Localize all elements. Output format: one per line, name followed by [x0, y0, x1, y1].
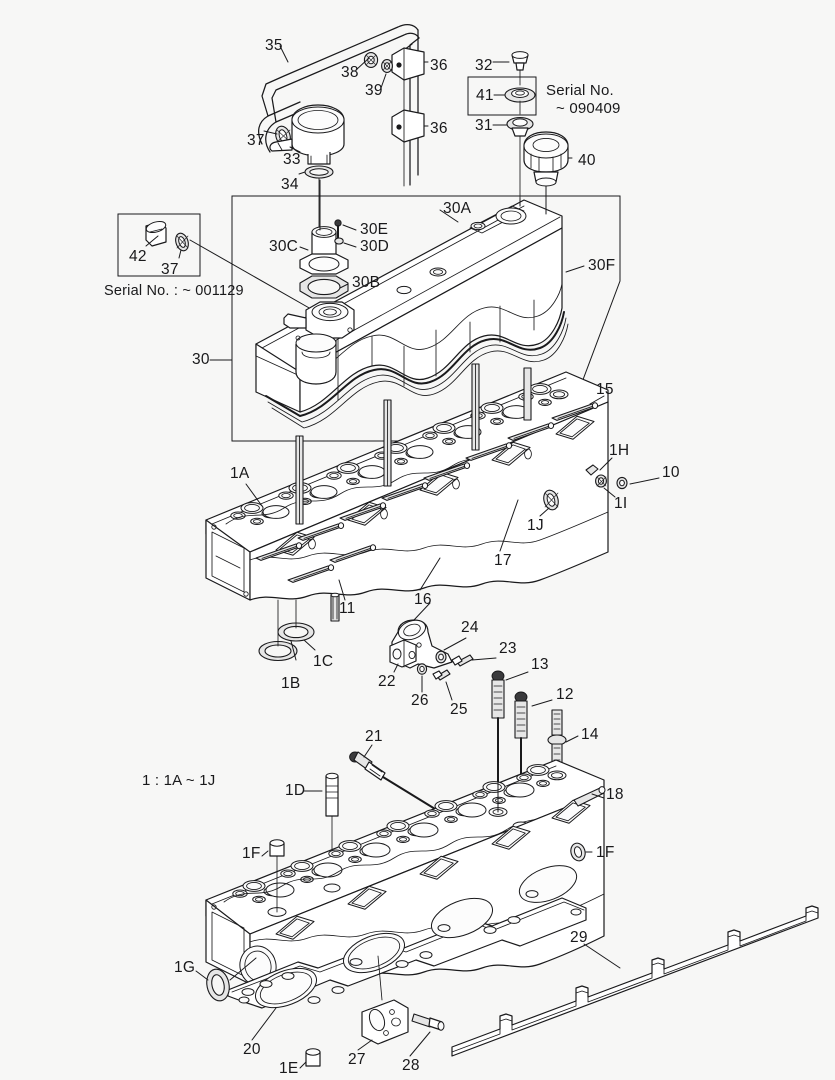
callout-1B: 1B — [281, 675, 301, 692]
callout-30B: 30B — [352, 274, 381, 291]
plate-27-bolt-28 — [357, 955, 445, 1057]
callout-30E: 30E — [360, 221, 389, 238]
callout-1C: 1C — [313, 653, 334, 670]
small-parts-1B-1C-11 — [258, 592, 340, 662]
callout-31: 31 — [475, 117, 493, 134]
callout-28: 28 — [402, 1057, 420, 1074]
breather-neck-parts — [299, 219, 349, 313]
callout-41: 41 — [476, 87, 494, 104]
callout-1J: 1J — [527, 517, 544, 534]
callout-30: 30 — [192, 351, 210, 368]
callout-29: 29 — [570, 929, 588, 946]
callout-30A: 30A — [443, 200, 472, 217]
callout-32: 32 — [475, 57, 493, 74]
breather-hose-assembly — [258, 23, 425, 233]
group-note-1A-1J: 1 : 1A ~ 1J — [142, 772, 216, 789]
callout-27: 27 — [348, 1051, 366, 1068]
leaders-middle — [245, 395, 660, 601]
callout-34: 34 — [281, 176, 299, 193]
thermostat-housing-22 — [389, 602, 497, 701]
callout-30F: 30F — [588, 257, 616, 274]
callout-38: 38 — [341, 64, 359, 81]
rocker-cover-30A — [255, 199, 569, 429]
callout-21: 21 — [365, 728, 383, 745]
callout-1D: 1D — [285, 782, 306, 799]
callout-22: 22 — [378, 673, 396, 690]
callout-1I: 1I — [614, 495, 628, 512]
seals-1G-1E-1F — [195, 839, 593, 1069]
callout-20: 20 — [243, 1041, 261, 1058]
cylinder-head-upper-1A — [205, 363, 628, 601]
callout-13: 13 — [531, 656, 549, 673]
callout-33: 33 — [283, 151, 301, 168]
callout-24: 24 — [461, 619, 479, 636]
callout-14: 14 — [581, 726, 599, 743]
callout-39: 39 — [365, 82, 383, 99]
callout-35: 35 — [265, 37, 283, 54]
head-gasket-20 — [227, 865, 587, 1041]
rail-gasket-29 — [451, 905, 819, 1057]
callout-26: 26 — [411, 692, 429, 709]
serial-note-upper-line2: ~ 090409 — [556, 100, 621, 117]
callout-40: 40 — [578, 152, 596, 169]
callout-16: 16 — [414, 591, 432, 608]
callout-25: 25 — [450, 701, 468, 718]
oil-filler-bolt-stack — [467, 51, 537, 201]
callout-10: 10 — [662, 464, 680, 481]
leaders-box30 — [209, 179, 585, 361]
serial-note-upper-line1: Serial No. — [546, 82, 614, 99]
callout-37-inset: 37 — [161, 261, 179, 278]
callout-42: 42 — [129, 248, 147, 265]
callout-1A: 1A — [230, 465, 250, 482]
callout-12: 12 — [556, 686, 574, 703]
callout-17: 17 — [494, 552, 512, 569]
callout-30C: 30C — [269, 238, 299, 255]
callout-18: 18 — [606, 786, 624, 803]
group-box-30 — [231, 195, 621, 442]
serial-note-inset: Serial No. : ~ 001129 — [104, 283, 244, 299]
callout-1E: 1E — [279, 1060, 299, 1077]
callout-15: 15 — [596, 381, 614, 398]
callout-37-upper: 37 — [247, 132, 265, 149]
glow-plug-21 — [303, 744, 441, 889]
callout-36-lower: 36 — [430, 120, 448, 137]
callout-36-upper: 36 — [430, 57, 448, 74]
inset-box-serial-001129 — [117, 213, 319, 314]
callout-23: 23 — [499, 640, 517, 657]
oil-filler-cap-40 — [523, 131, 569, 217]
callout-1F-left: 1F — [242, 845, 261, 862]
callout-30D: 30D — [360, 238, 390, 255]
callout-1H: 1H — [609, 442, 630, 459]
callout-1F-right: 1F — [596, 844, 615, 861]
callout-11: 11 — [339, 600, 356, 617]
callout-1G: 1G — [174, 959, 196, 976]
